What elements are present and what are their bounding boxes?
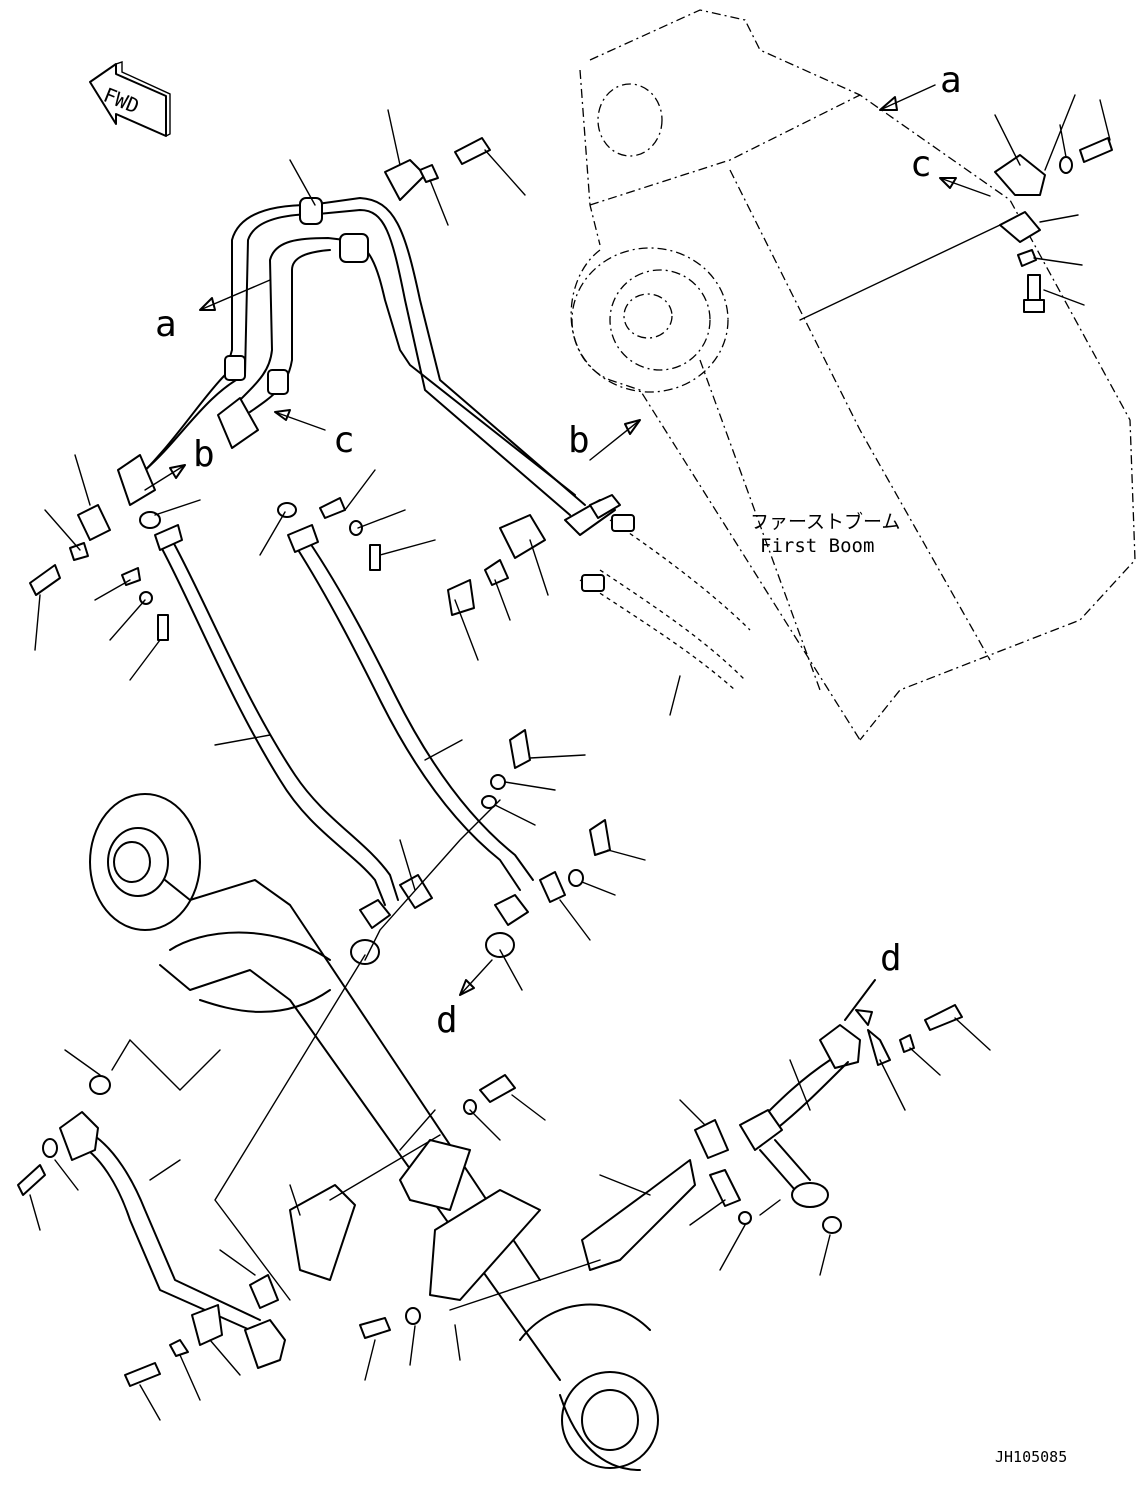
callout-a-left: a bbox=[155, 304, 177, 345]
clamp-assembly-c bbox=[799, 94, 1113, 321]
upper-steel-pipes bbox=[117, 197, 621, 536]
callout-d-top: d bbox=[880, 938, 902, 979]
lower-right-pipe bbox=[679, 979, 991, 1276]
boom-label-en: First Boom bbox=[760, 535, 874, 557]
boom-cylinder bbox=[89, 793, 659, 1471]
fwd-arrow: FWD bbox=[89, 61, 171, 137]
callout-c-left: c bbox=[333, 420, 355, 461]
mid-fittings bbox=[29, 454, 646, 1301]
fwd-label: FWD bbox=[100, 83, 142, 119]
top-pipe-clamp bbox=[289, 109, 526, 226]
long-hose-middle bbox=[287, 524, 534, 926]
first-boom-outline bbox=[570, 9, 1136, 741]
callout-b-right: b bbox=[568, 420, 590, 461]
long-hose-left bbox=[154, 524, 399, 929]
boom-side-hoses bbox=[579, 514, 751, 716]
callout-b-left: b bbox=[193, 434, 215, 475]
callout-c-right: c bbox=[910, 144, 932, 185]
drawing-number: JH105085 bbox=[995, 1448, 1067, 1466]
boom-label-jp: ファーストブーム bbox=[750, 510, 900, 533]
callout-arrows bbox=[144, 84, 991, 996]
lower-left-pipe bbox=[17, 1038, 286, 1421]
callout-a-top: a bbox=[940, 60, 962, 101]
callout-d-bottom: d bbox=[436, 1000, 458, 1041]
lower-clamp-bands bbox=[289, 1074, 696, 1381]
